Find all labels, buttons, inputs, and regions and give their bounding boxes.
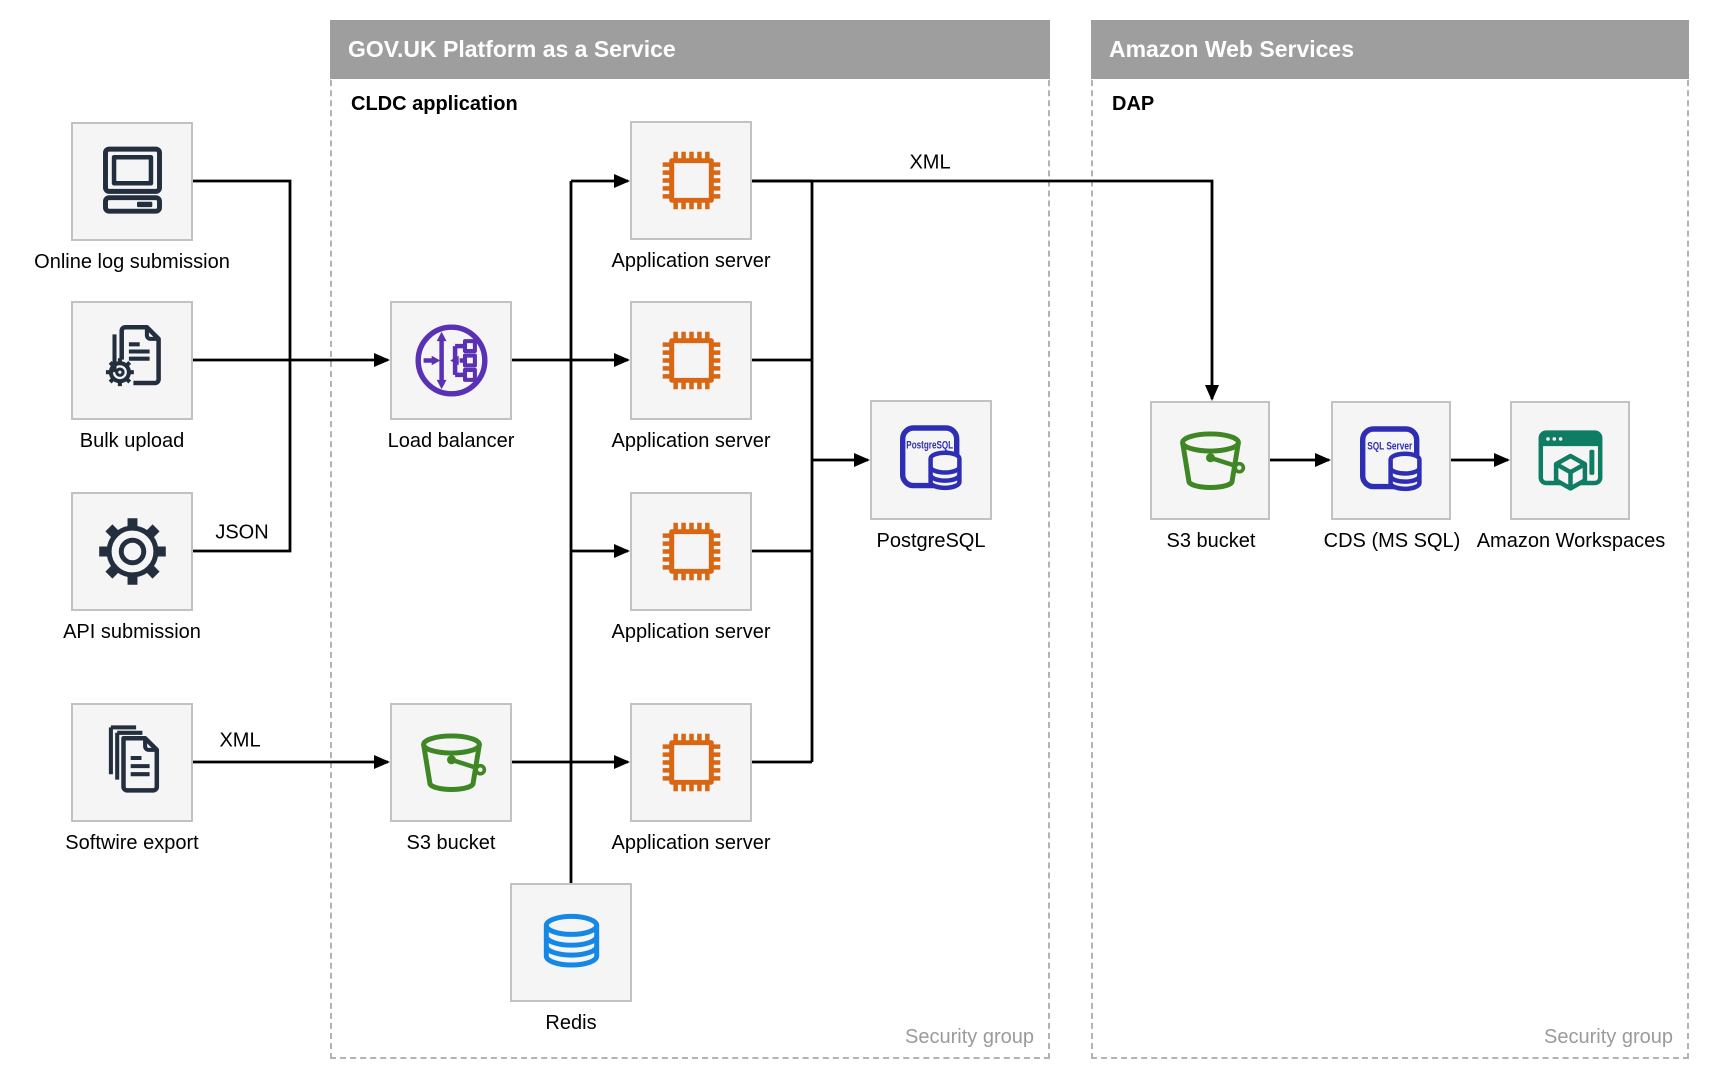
security-group-label: Security group — [905, 1026, 1034, 1048]
s3-bucket-icon — [1179, 431, 1245, 490]
node-label: API submission — [63, 621, 201, 643]
chip-icon — [662, 151, 720, 210]
load-balancer-icon — [415, 324, 487, 397]
node-label: Application server — [611, 250, 771, 272]
node-label: Softwire export — [65, 832, 199, 854]
chip-icon — [662, 733, 720, 792]
node-label: Online log submission — [34, 251, 230, 273]
node-application-server-3: Application server — [612, 492, 770, 643]
node-label: Redis — [545, 1012, 597, 1034]
node-label: Bulk upload — [79, 430, 185, 452]
container-title-bar: Amazon Web Services — [1091, 20, 1689, 79]
edge-label-xml-dap: XML — [909, 151, 951, 174]
gear-icon — [98, 518, 166, 585]
node-label: Application server — [611, 621, 771, 643]
document-gear-icon — [105, 324, 161, 387]
chip-icon — [662, 331, 720, 390]
node-label: PostgreSQL — [876, 530, 986, 552]
security-group-label: Security group — [1544, 1026, 1673, 1048]
node-amazon-workspaces: Amazon Workspaces — [1477, 401, 1665, 552]
chip-icon — [662, 522, 720, 581]
container-aws: Amazon Web Services DAP Security group — [1091, 20, 1689, 1059]
node-bulk-upload: Bulk upload — [71, 301, 193, 452]
node-online-log-submission: Online log submission — [34, 122, 230, 273]
container-govuk-paas: GOV.UK Platform as a Service CLDC applic… — [330, 20, 1050, 1059]
edge-merge-sources — [192, 179, 292, 553]
node-softwire-export: Softwire export — [65, 703, 199, 854]
edge-xml-to-dap — [752, 179, 1219, 401]
node-application-server-2: Application server — [612, 301, 770, 452]
node-label: CDS (MS SQL) — [1323, 530, 1461, 552]
node-postgresql: PostgreSQL PostgreSQL — [870, 400, 992, 552]
sql-server-icon: SQL Server — [1359, 426, 1422, 492]
container-subtitle: CLDC application — [351, 93, 518, 115]
postgresql-icon: PostgreSQL — [899, 425, 962, 491]
node-api-submission: API submission — [63, 492, 201, 643]
node-load-balancer: Load balancer — [388, 301, 514, 452]
node-label: S3 bucket — [406, 832, 496, 854]
edge-label-xml-softwire: XML — [219, 729, 261, 752]
node-label: S3 bucket — [1166, 530, 1256, 552]
node-label: Amazon Workspaces — [1476, 530, 1666, 552]
node-application-server-4: Application server — [612, 703, 770, 854]
edge-label-json: JSON — [215, 521, 269, 544]
workspaces-icon — [1538, 430, 1602, 491]
container-subtitle: DAP — [1112, 93, 1155, 115]
computer-icon — [102, 146, 162, 214]
node-s3-bucket-aws: S3 bucket — [1150, 401, 1272, 552]
node-label: Application server — [611, 430, 771, 452]
node-cds-mssql: SQL Server CDS (MS SQL) — [1324, 401, 1460, 552]
database-icon — [543, 913, 599, 968]
node-label: Load balancer — [387, 430, 515, 452]
node-label: Application server — [611, 832, 771, 854]
node-s3-bucket-paas: S3 bucket — [390, 703, 512, 854]
container-title-bar: GOV.UK Platform as a Service — [330, 20, 1050, 79]
node-redis: Redis — [510, 883, 632, 1034]
sql-server-icon-text: SQL Server — [1367, 441, 1412, 453]
s3-bucket-icon — [420, 733, 486, 792]
node-application-server-1: Application server — [612, 121, 770, 272]
postgresql-icon-text: PostgreSQL — [906, 440, 953, 452]
documents-stack-icon — [108, 725, 159, 793]
